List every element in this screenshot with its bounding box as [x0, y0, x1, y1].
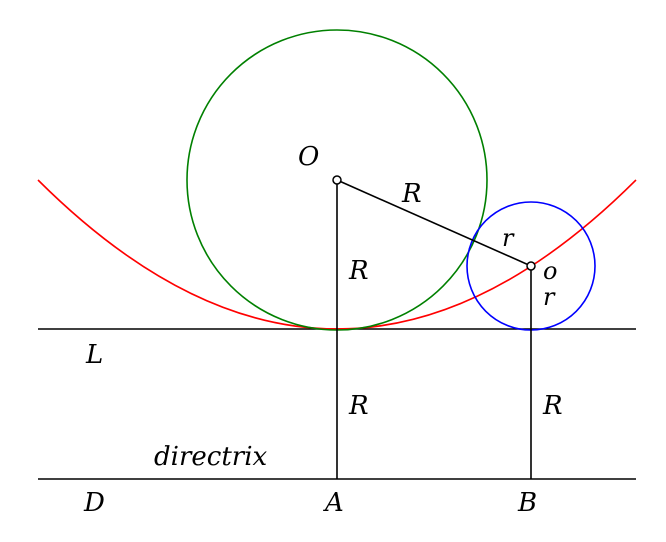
label-R-right-lower: R	[542, 391, 563, 421]
label-L: L	[85, 340, 103, 370]
label-r-top: r	[502, 224, 515, 252]
label-B: B	[517, 488, 537, 518]
point-o	[526, 261, 536, 271]
label-R-left-upper: R	[348, 256, 369, 286]
label-D: D	[83, 488, 105, 518]
point-O	[332, 175, 342, 185]
label-O: O	[298, 142, 319, 172]
label-R-top: R	[401, 179, 422, 209]
label-A: A	[323, 488, 344, 518]
label-directrix: directrix	[154, 442, 268, 472]
label-r-below: r	[543, 283, 556, 311]
label-R-left-lower: R	[348, 391, 369, 421]
label-o: o	[543, 257, 557, 285]
segment-O-o	[336, 179, 532, 267]
